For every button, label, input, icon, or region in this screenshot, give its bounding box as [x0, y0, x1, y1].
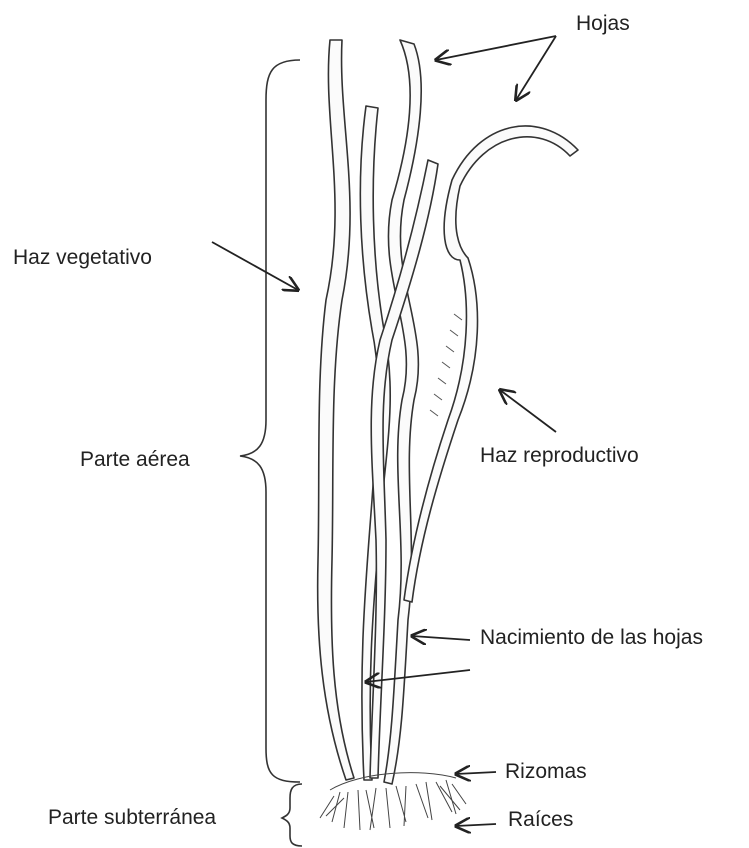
arrow-haz-vegetativo — [212, 242, 298, 290]
label-hojas: Hojas — [576, 12, 630, 36]
label-haz-vegetativo: Haz vegetativo — [13, 246, 152, 270]
label-nacimiento-hojas: Nacimiento de las hojas — [480, 626, 703, 650]
label-rizomas: Rizomas — [505, 760, 587, 784]
label-raices: Raíces — [508, 808, 573, 832]
arrow-rizomas — [456, 772, 496, 774]
arrow-hojas-1 — [436, 36, 556, 60]
brace-parte-aerea — [240, 60, 300, 782]
arrow-haz-reproductivo — [500, 390, 556, 432]
label-haz-reproductivo: Haz reproductivo — [480, 444, 639, 468]
leaf-1 — [318, 40, 354, 780]
arrow-raices — [456, 824, 496, 826]
arrow-hojas-2 — [516, 36, 556, 100]
brace-parte-subterranea — [282, 784, 302, 846]
label-parte-subterranea: Parte subterránea — [48, 806, 216, 830]
label-parte-aerea: Parte aérea — [80, 448, 190, 472]
arrow-nacimiento-1 — [412, 636, 470, 640]
